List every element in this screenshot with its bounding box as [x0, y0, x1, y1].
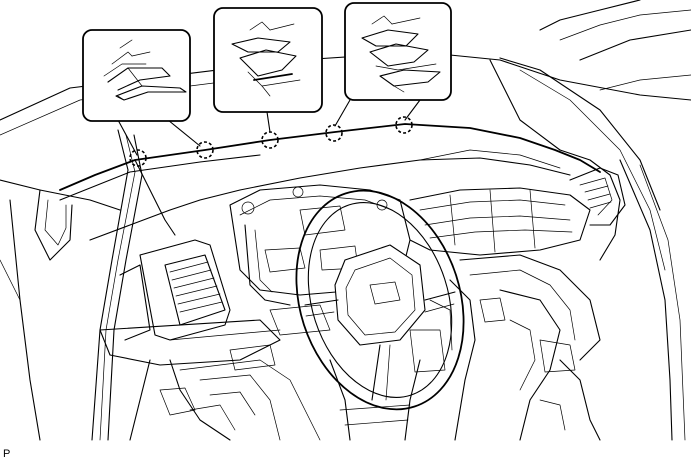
cabin-body-lines — [0, 0, 691, 441]
callout-leaders — [117, 99, 421, 156]
clip-markers — [129, 116, 413, 167]
callout-box-3 — [344, 2, 452, 101]
steering-column — [329, 359, 421, 441]
left-vent-assembly — [99, 239, 321, 441]
instrument-panel-top — [59, 123, 621, 261]
clip-marker-2 — [196, 141, 214, 159]
figure-code-label: P — [3, 448, 11, 460]
clip-marker-4 — [325, 124, 343, 142]
callout-box-1 — [82, 29, 191, 122]
clip-marker-3 — [261, 131, 279, 149]
clip-marker-5 — [395, 116, 413, 134]
steering-wheel — [295, 189, 465, 411]
clip-marker-1 — [129, 149, 147, 167]
callout-box-2 — [213, 7, 323, 113]
center-structure — [409, 167, 626, 441]
